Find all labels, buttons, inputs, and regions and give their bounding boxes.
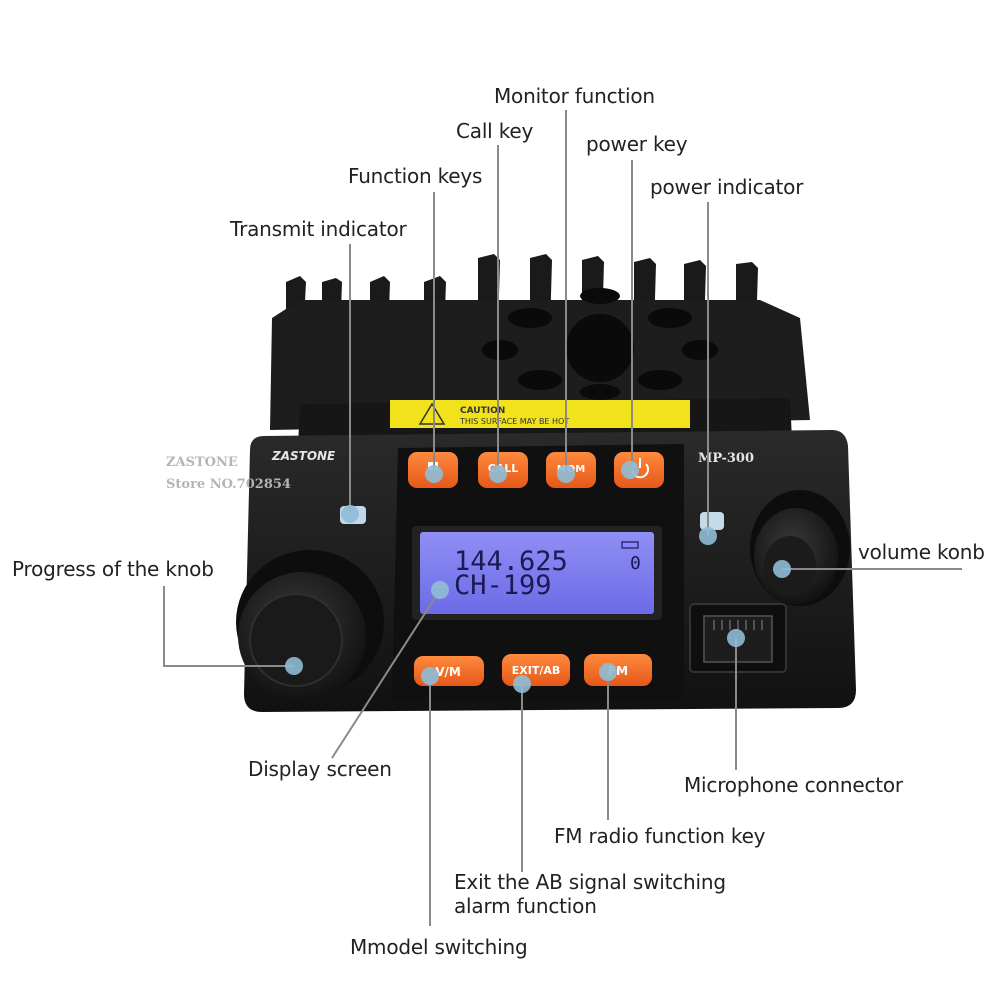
label-volume-knob: volume konb — [858, 540, 985, 564]
watermark-brand: ZASTONE — [166, 455, 238, 470]
lcd-channel: CH-199 — [454, 570, 552, 601]
jack-pins — [713, 620, 763, 630]
label-exit-ab-line1: Exit the AB signal switching — [454, 870, 726, 894]
speaker-grille — [482, 288, 718, 400]
radio-top-housing — [270, 300, 810, 430]
lcd-screen — [420, 532, 654, 614]
channel-knob[interactable] — [236, 550, 384, 700]
knob-callout-line — [163, 586, 294, 667]
label-power-indicator: power indicator — [650, 175, 804, 199]
caution-body: THIS SURFACE MAY BE HOT — [459, 417, 569, 426]
vm-label: V/M — [435, 665, 461, 679]
label-fm-radio-key: FM radio function key — [554, 824, 766, 848]
caution-warning-icon — [418, 402, 446, 425]
lcd-frequency: 144.625 — [454, 546, 568, 577]
label-progress-of-knob: Progress of the knob — [12, 557, 214, 581]
model-label: MP-300 — [698, 451, 754, 466]
label-microphone-connector: Microphone connector — [684, 773, 903, 797]
label-exit-ab-line2: alarm function — [454, 894, 597, 918]
label-call-key: Call key — [456, 119, 534, 143]
label-display-screen: Display screen — [248, 757, 392, 781]
label-monitor-function: Monitor function — [494, 84, 655, 108]
label-power-key: power key — [586, 132, 688, 156]
brand-logo: ZASTONE — [271, 449, 336, 463]
label-function-keys: Function keys — [348, 164, 483, 188]
display-callout-line — [331, 589, 441, 759]
label-transmit-indicator: Transmit indicator — [230, 217, 407, 241]
caution-title: CAUTION — [460, 406, 505, 416]
callout-dots — [285, 461, 791, 693]
exit-ab-label: EXIT/AB — [512, 664, 561, 677]
store-watermark: ZASTONE Store NO.702854 — [166, 452, 291, 496]
label-mmodel-switching: Mmodel switching — [350, 935, 528, 959]
callout-lines — [163, 110, 962, 926]
lcd-indicator: 0 — [630, 553, 641, 574]
volume-knob[interactable] — [750, 490, 850, 606]
fm-button[interactable] — [584, 654, 652, 686]
lcd-battery-icon — [621, 541, 639, 549]
power-indicator-led — [700, 512, 724, 530]
watermark-store: Store NO.702854 — [166, 477, 291, 492]
